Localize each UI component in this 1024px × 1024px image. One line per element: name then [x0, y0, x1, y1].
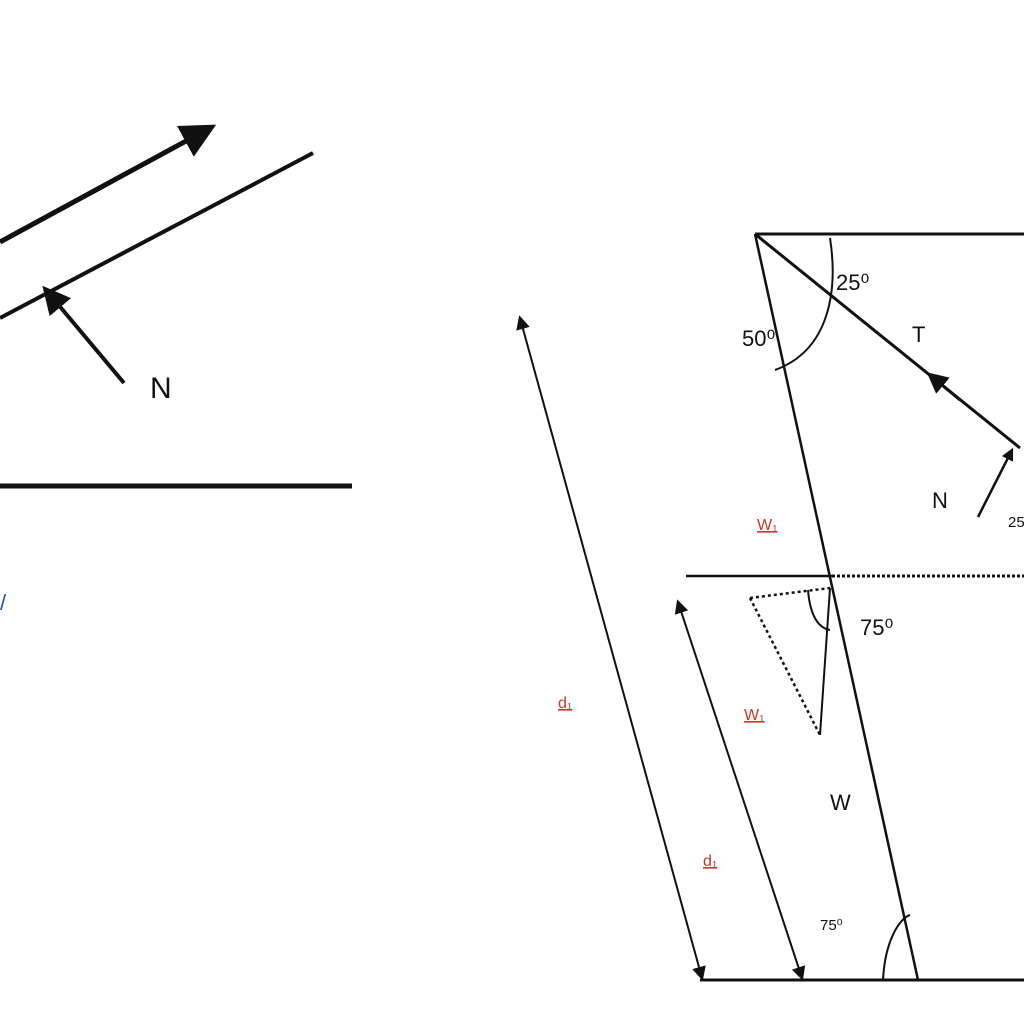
left-diagram	[0, 124, 352, 489]
slanted-member	[753, 233, 920, 981]
angle-mid-75-label: 75⁰	[860, 615, 893, 640]
tension-arrow	[926, 372, 961, 402]
top-angle-arc	[774, 237, 834, 371]
weight-label: W	[830, 790, 851, 815]
left-normal-arrow	[42, 285, 126, 385]
outer-dimension-label: d₁	[558, 695, 572, 712]
inner-dimension-arrow	[674, 599, 806, 981]
right-normal-angle-cut: 25	[1008, 514, 1024, 531]
right-normal-arrow	[976, 447, 1014, 518]
tension-line	[754, 232, 1021, 450]
right-diagram	[516, 232, 1024, 982]
angle-top-25-label: 25⁰	[836, 270, 869, 295]
outer-dimension-arrow	[516, 315, 706, 981]
angle-top-50-label: 50⁰	[742, 326, 775, 351]
angle-bottom-75-label: 75⁰	[820, 917, 843, 934]
dotted-triangle-top	[749, 586, 831, 600]
left-normal-label: N	[150, 372, 172, 405]
inner-dimension-label: d₁	[703, 853, 717, 870]
tension-label: T	[912, 322, 925, 347]
left-edge-fragment: /	[0, 590, 7, 615]
middle-angle-arc	[807, 589, 831, 631]
weight-component-lower-label: W₁	[744, 707, 765, 724]
bottom-angle-arc	[882, 914, 911, 981]
weight-component-upper-label: W₁	[757, 517, 778, 534]
right-normal-label: N	[932, 488, 948, 513]
left-force-arrow	[0, 124, 217, 245]
triangle-solid-side	[819, 587, 831, 736]
